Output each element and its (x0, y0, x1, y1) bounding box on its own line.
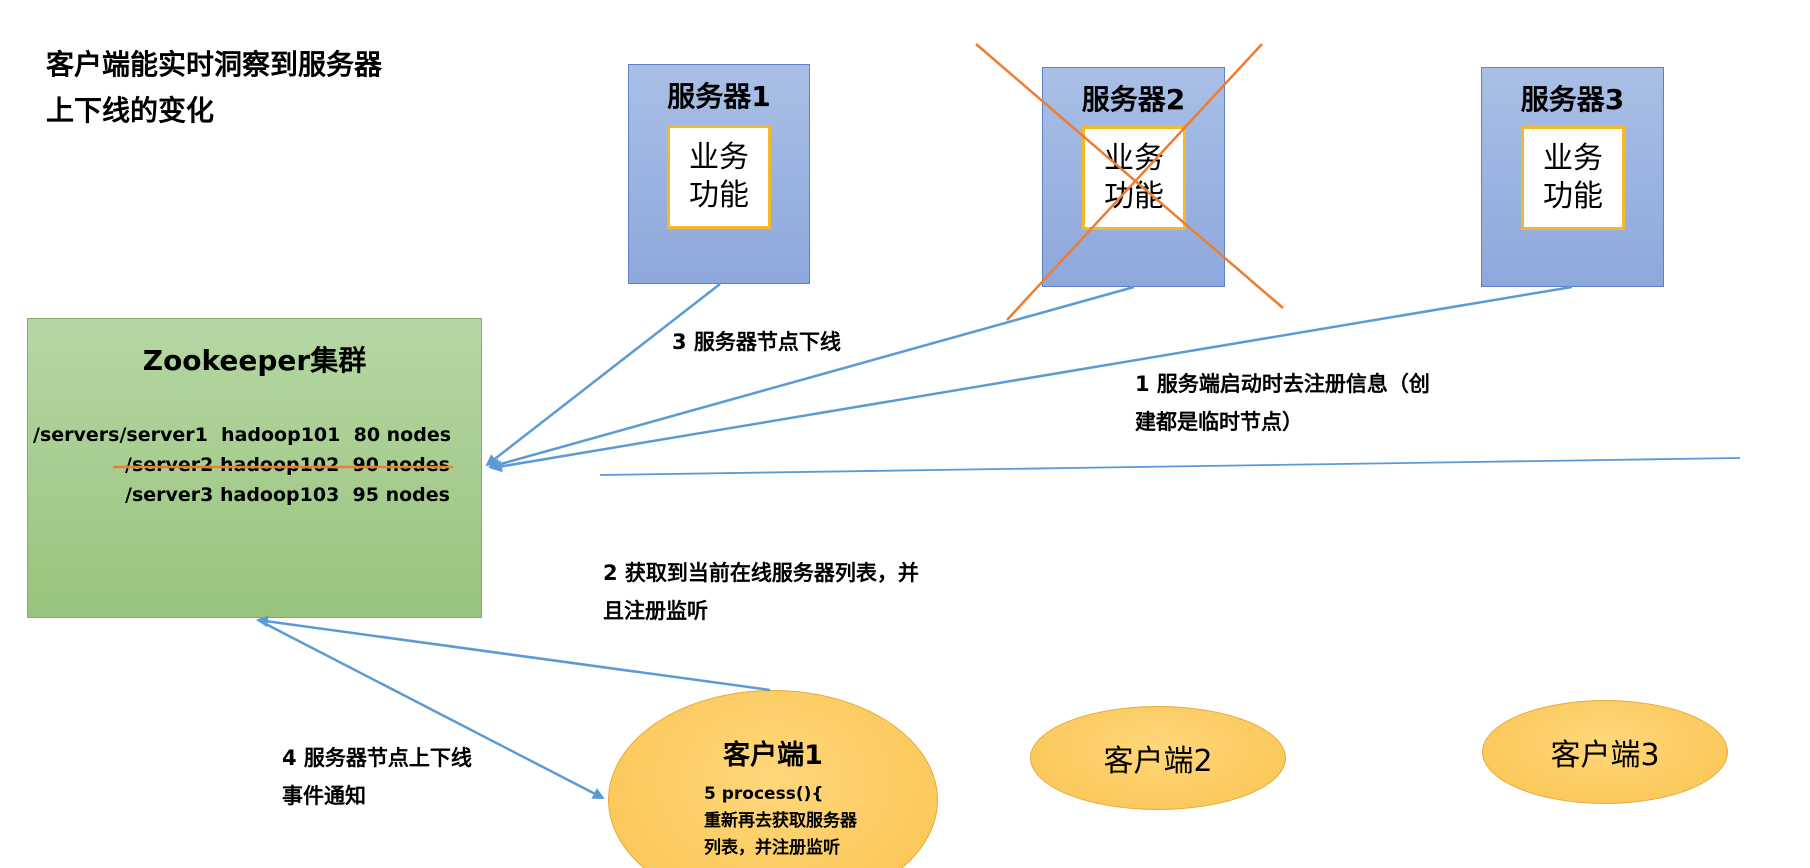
zk-node-server2: /server2 hadoop102 90 nodes (125, 454, 450, 476)
client-1-process-text: 5 process(){ 重新再去获取服务器 列表，并注册监听 (704, 784, 857, 858)
client-1-ellipse: 客户端1 5 process(){ 重新再去获取服务器 列表，并注册监听 (608, 690, 938, 868)
server-1-title: 服务器1 (667, 80, 771, 113)
client-3-ellipse: 客户端3 (1482, 700, 1728, 804)
diagram-title: 客户端能实时洞察到服务器上下线的变化 (46, 48, 383, 127)
step-2-label: 2 获取到当前在线服务器列表，并且注册监听 (603, 561, 919, 623)
step-3-label: 3 服务器节点下线 (672, 330, 841, 354)
zk-node-server1: /servers/server1 hadoop101 80 nodes (33, 424, 452, 446)
arrow-client1-to-zk (256, 615, 771, 692)
client-2-ellipse: 客户端2 (1030, 706, 1286, 810)
server-1-business-box: 业务功能 (667, 125, 771, 229)
zk-node-server3: /server3 hadoop103 95 nodes (125, 484, 450, 506)
client-1-title: 客户端1 (723, 740, 823, 771)
server-2-box: 服务器2 业务功能 (1042, 67, 1225, 287)
arrow-server1-to-zk (485, 283, 721, 467)
server-1-box: 服务器1 业务功能 (628, 64, 810, 284)
arrow-server2-to-zk (488, 285, 1135, 471)
zookeeper-title: Zookeeper集群 (142, 344, 367, 377)
divider-line (599, 457, 1741, 476)
server-2-business-box: 业务功能 (1082, 126, 1186, 230)
server-2-title: 服务器2 (1081, 83, 1186, 116)
step-1-label: 1 服务端启动时去注册信息（创建都是临时节点） (1135, 372, 1430, 434)
server-3-business-box: 业务功能 (1521, 126, 1625, 230)
step-4-label: 4 服务器节点上下线事件通知 (282, 746, 472, 808)
server-3-box: 服务器3 业务功能 (1481, 67, 1664, 287)
server-3-title: 服务器3 (1520, 83, 1625, 116)
